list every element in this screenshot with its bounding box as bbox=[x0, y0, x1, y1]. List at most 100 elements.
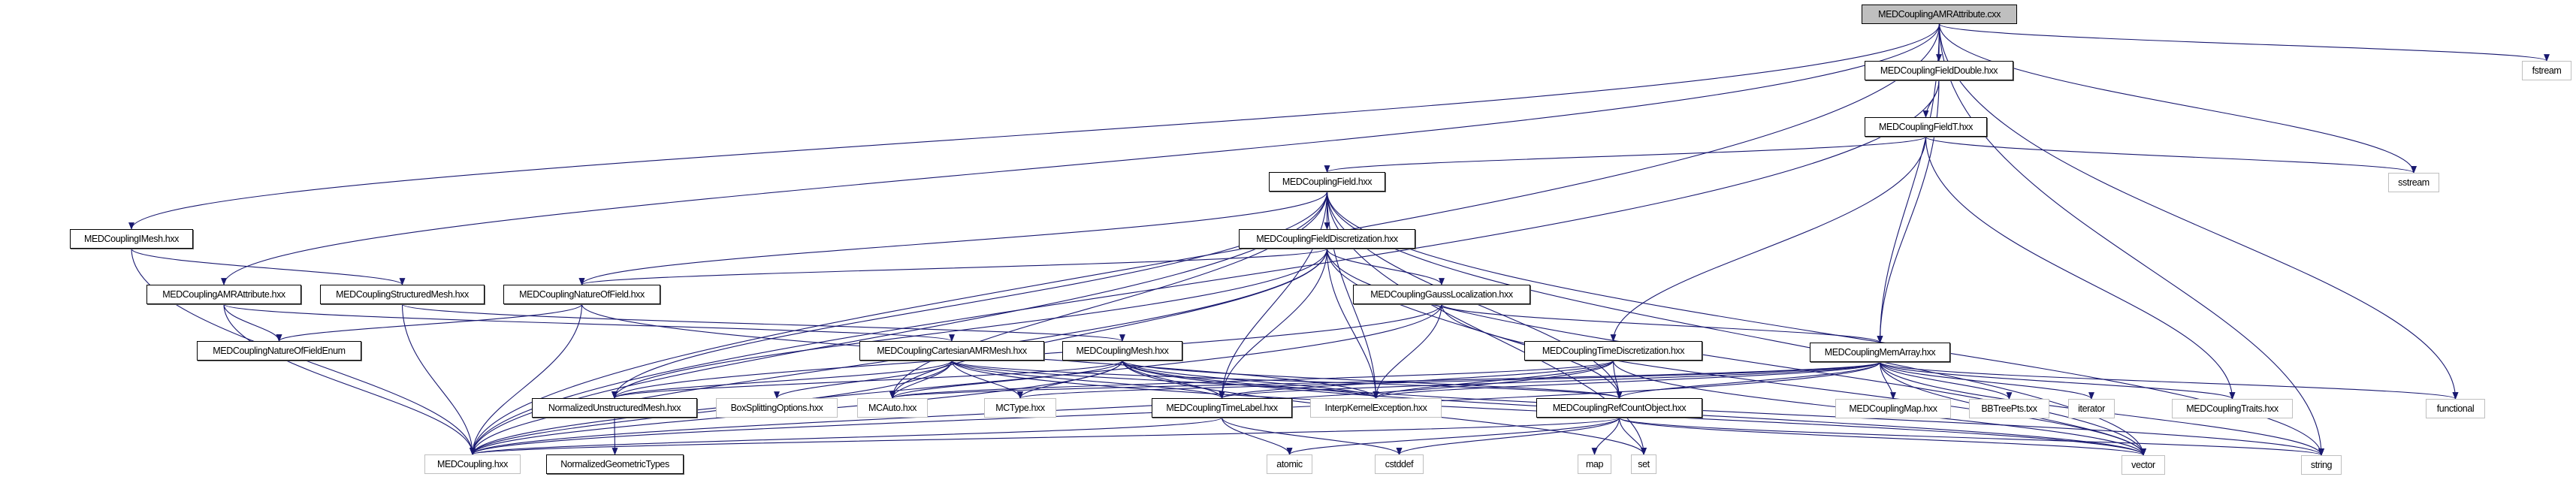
node-label: MEDCouplingNatureOfField.hxx bbox=[519, 289, 645, 300]
node-refcount[interactable]: MEDCouplingRefCountObject.hxx bbox=[1536, 398, 1702, 418]
node-structmesh[interactable]: MEDCouplingStructuredMesh.hxx bbox=[320, 285, 485, 304]
node-label: fstream bbox=[2532, 65, 2562, 76]
node-fstream[interactable]: fstream bbox=[2522, 61, 2571, 80]
edge-refcount-to-vector bbox=[1618, 417, 2146, 456]
edge-cartamr-to-timelabel bbox=[951, 360, 1225, 399]
edge-memarray-to-iterator bbox=[1879, 361, 2094, 400]
node-natureoffield[interactable]: MEDCouplingNatureOfField.hxx bbox=[503, 285, 660, 304]
edge-root-to-string bbox=[1938, 23, 2324, 456]
edge-structmesh-to-medcoupling bbox=[401, 303, 476, 455]
node-label: MEDCouplingFieldT.hxx bbox=[1879, 122, 1973, 132]
node-mctype[interactable]: MCType.hxx bbox=[984, 398, 1056, 418]
edge-fielddisc-to-refcount bbox=[1326, 248, 1623, 399]
edge-refcount-to-atomic bbox=[1286, 417, 1620, 455]
node-label: atomic bbox=[1276, 459, 1303, 469]
node-label: NormalizedUnstructuredMesh.hxx bbox=[548, 403, 681, 413]
node-map[interactable]: map bbox=[1578, 454, 1611, 474]
edge-timedisc-to-timelabel bbox=[1219, 360, 1614, 399]
node-timedisc[interactable]: MEDCouplingTimeDiscretization.hxx bbox=[1524, 341, 1702, 361]
node-iterator[interactable]: iterator bbox=[2068, 399, 2115, 418]
node-set[interactable]: set bbox=[1631, 454, 1656, 474]
node-fieldt[interactable]: MEDCouplingFieldT.hxx bbox=[1865, 117, 1987, 137]
edge-field-to-ikexc bbox=[1326, 191, 1379, 399]
edge-mesh-to-mcauto bbox=[889, 360, 1123, 399]
node-label: InterpKernelException.hxx bbox=[1324, 403, 1427, 413]
edge-timedisc-to-ikexc bbox=[1373, 360, 1614, 399]
edge-memarray-to-mctype bbox=[1017, 361, 1881, 399]
node-label: MEDCouplingMap.hxx bbox=[1849, 403, 1937, 414]
node-normgeom[interactable]: NormalizedGeometricTypes bbox=[546, 454, 684, 474]
node-ikexc[interactable]: InterpKernelException.hxx bbox=[1310, 398, 1442, 418]
node-amrattr[interactable]: MEDCouplingAMRAttribute.hxx bbox=[146, 285, 301, 304]
node-label: MEDCouplingIMesh.hxx bbox=[83, 234, 180, 244]
node-fielddouble[interactable]: MEDCouplingFieldDouble.hxx bbox=[1865, 61, 2013, 80]
node-mcauto[interactable]: MCAuto.hxx bbox=[857, 398, 928, 418]
node-label: MEDCouplingStructuredMesh.hxx bbox=[336, 289, 469, 300]
node-functional[interactable]: functional bbox=[2426, 399, 2485, 418]
edge-amrattr-to-medcoupling bbox=[223, 303, 476, 455]
node-natureenum[interactable]: MEDCouplingNatureOfFieldEnum bbox=[197, 341, 361, 361]
edge-refcount-to-set bbox=[1618, 417, 1647, 455]
node-string[interactable]: string bbox=[2301, 455, 2342, 475]
node-root[interactable]: MEDCouplingAMRAttribute.cxx bbox=[1862, 5, 2017, 24]
edge-refcount-to-cstddef bbox=[1396, 417, 1620, 455]
node-label: iterator bbox=[2078, 403, 2105, 414]
node-label: MCType.hxx bbox=[995, 403, 1045, 413]
edge-refcount-to-medcoupling bbox=[470, 417, 1620, 455]
edge-memarray-to-timelabel bbox=[1219, 361, 1881, 399]
edge-timelabel-to-cstddef bbox=[1221, 417, 1403, 455]
edge-gaussloc-to-medcoupling bbox=[470, 303, 1442, 455]
edge-field-to-timelabel bbox=[1219, 191, 1328, 399]
node-boxsplit[interactable]: BoxSplittingOptions.hxx bbox=[716, 398, 838, 418]
node-label: BBTreePts.txx bbox=[1981, 403, 2037, 414]
node-label: vector bbox=[2131, 460, 2155, 470]
node-label: NormalizedGeometricTypes bbox=[560, 459, 669, 469]
node-cartamr[interactable]: MEDCouplingCartesianAMRMesh.hxx bbox=[859, 341, 1044, 361]
node-label: MEDCouplingRefCountObject.hxx bbox=[1552, 403, 1687, 413]
edge-root-to-amrattr bbox=[221, 23, 1940, 285]
node-cstddef[interactable]: cstddef bbox=[1375, 454, 1424, 474]
node-label: map bbox=[1585, 459, 1604, 469]
node-label: MEDCouplingGaussLocalization.hxx bbox=[1370, 289, 1513, 300]
node-normunstr[interactable]: NormalizedUnstructuredMesh.hxx bbox=[532, 398, 697, 418]
edge-structmesh-to-mesh bbox=[401, 303, 1125, 342]
node-label: functional bbox=[2436, 403, 2475, 414]
node-label: MEDCouplingCartesianAMRMesh.hxx bbox=[877, 346, 1027, 356]
node-imesh[interactable]: MEDCouplingIMesh.hxx bbox=[70, 229, 193, 249]
node-label: MEDCouplingMesh.hxx bbox=[1076, 346, 1169, 356]
node-label: MEDCouplingNatureOfFieldEnum bbox=[213, 346, 346, 356]
node-atomic[interactable]: atomic bbox=[1267, 454, 1312, 474]
node-vector[interactable]: vector bbox=[2122, 455, 2165, 475]
node-mcmap[interactable]: MEDCouplingMap.hxx bbox=[1835, 399, 1951, 418]
edge-field-to-natureoffield bbox=[578, 191, 1328, 285]
node-mesh[interactable]: MEDCouplingMesh.hxx bbox=[1062, 341, 1182, 361]
node-label: MEDCouplingField.hxx bbox=[1282, 177, 1373, 187]
edge-fielddisc-to-gaussloc bbox=[1326, 248, 1445, 285]
node-label: BoxSplittingOptions.hxx bbox=[730, 403, 823, 413]
node-label: MEDCouplingTimeLabel.hxx bbox=[1166, 403, 1278, 413]
node-label: MEDCouplingMemArray.hxx bbox=[1824, 347, 1936, 358]
node-label: MEDCoupling.hxx bbox=[436, 459, 509, 469]
node-label: MEDCouplingTimeDiscretization.hxx bbox=[1542, 346, 1685, 356]
node-gaussloc[interactable]: MEDCouplingGaussLocalization.hxx bbox=[1353, 285, 1530, 304]
edge-refcount-to-map bbox=[1591, 417, 1620, 455]
node-label: string bbox=[2310, 460, 2333, 470]
edge-mesh-to-refcount bbox=[1122, 360, 1623, 399]
edge-fielddisc-to-natureoffield bbox=[579, 248, 1328, 285]
node-label: cstddef bbox=[1385, 459, 1414, 469]
node-memarray[interactable]: MEDCouplingMemArray.hxx bbox=[1810, 343, 1950, 362]
node-bbtree[interactable]: BBTreePts.txx bbox=[1969, 399, 2049, 418]
node-fielddisc[interactable]: MEDCouplingFieldDiscretization.hxx bbox=[1239, 229, 1415, 249]
edge-root-to-fstream bbox=[1938, 23, 2550, 62]
node-label: set bbox=[1638, 459, 1650, 469]
edge-cartamr-to-refcount bbox=[951, 360, 1623, 399]
node-medcoupling[interactable]: MEDCoupling.hxx bbox=[424, 454, 521, 474]
node-timelabel[interactable]: MEDCouplingTimeLabel.hxx bbox=[1152, 398, 1292, 418]
node-field[interactable]: MEDCouplingField.hxx bbox=[1269, 172, 1385, 192]
edge-memarray-to-refcount bbox=[1616, 361, 1881, 399]
node-sstream[interactable]: sstream bbox=[2388, 173, 2439, 192]
edge-gaussloc-to-memarray bbox=[1441, 303, 1883, 343]
node-traits[interactable]: MEDCouplingTraits.hxx bbox=[2172, 399, 2293, 418]
edge-memarray-to-bbtree bbox=[1879, 361, 2013, 400]
edge-memarray-to-ikexc bbox=[1373, 361, 1881, 399]
